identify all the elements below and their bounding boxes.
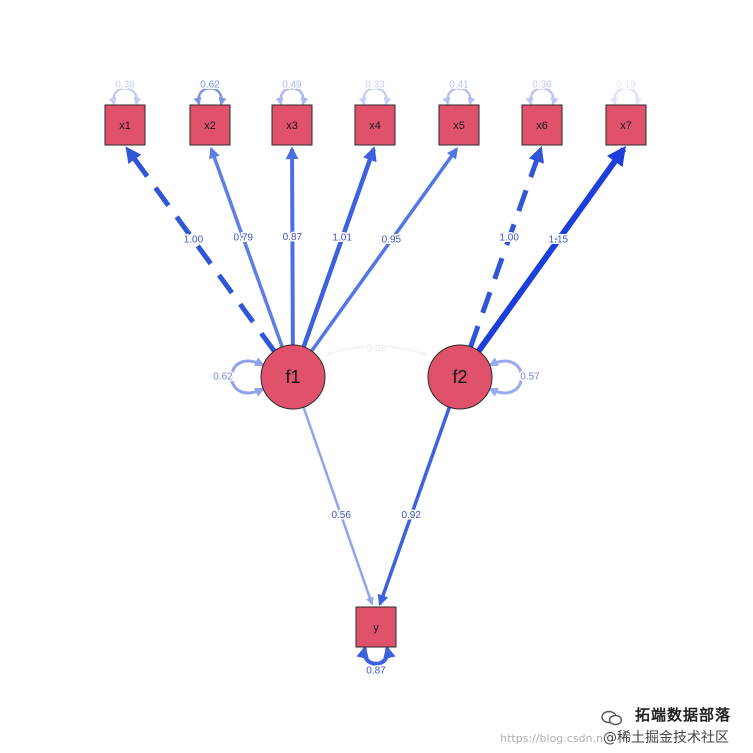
outcome-label: y bbox=[373, 622, 379, 634]
residual-loop-x5 bbox=[442, 87, 476, 106]
residual-loop-x3 bbox=[275, 87, 309, 106]
indicator-node-x3: x3 bbox=[271, 104, 313, 146]
residual-loop-x6 bbox=[525, 87, 559, 106]
watermark-brand: 拓端数据部落 bbox=[634, 706, 731, 724]
indicator-label: x7 bbox=[620, 120, 632, 132]
indicator-node-x7: x7 bbox=[605, 104, 647, 146]
latent-label: f2 bbox=[452, 367, 467, 387]
regression-label-f2: 0.92 bbox=[401, 510, 421, 521]
residual-label-y: 0.87 bbox=[366, 666, 386, 677]
indicator-label: x2 bbox=[204, 120, 216, 132]
indicator-label: x1 bbox=[119, 120, 131, 132]
residual-loop-x2 bbox=[193, 87, 227, 106]
outcome-node-y: y bbox=[355, 606, 397, 648]
loading-edge-x5 bbox=[310, 147, 459, 352]
residual-label-x2: 0.62 bbox=[200, 80, 220, 91]
loading-label-x6: 1.00 bbox=[499, 233, 519, 244]
residual-label-x1: 0.38 bbox=[115, 80, 135, 91]
residual-loop-x1 bbox=[108, 87, 142, 106]
regression-edge-f2 bbox=[377, 406, 452, 607]
indicator-label: x5 bbox=[453, 120, 465, 132]
latent-label: f1 bbox=[285, 367, 300, 387]
variance-loop-f1 bbox=[230, 357, 265, 397]
residual-label-x7: 0.19 bbox=[616, 80, 636, 91]
wechat-icon bbox=[601, 710, 623, 726]
indicator-label: x6 bbox=[536, 120, 548, 132]
loading-edge-x1 bbox=[125, 146, 277, 353]
indicator-node-x6: x6 bbox=[521, 104, 563, 146]
loading-label-x5: 0.95 bbox=[382, 235, 402, 246]
latent-node-f1: f1 bbox=[260, 344, 326, 410]
residual-loop-x4 bbox=[358, 87, 392, 106]
loading-edge-x2 bbox=[209, 146, 284, 348]
residual-label-x3: 0.49 bbox=[282, 80, 302, 91]
loading-edge-x3 bbox=[285, 146, 299, 346]
indicator-node-x1: x1 bbox=[104, 104, 146, 146]
loading-label-x1: 1.00 bbox=[184, 235, 204, 246]
indicator-label: x3 bbox=[286, 120, 298, 132]
residual-label-x4: 0.33 bbox=[365, 80, 385, 91]
variance-label-f1: 0.62 bbox=[213, 372, 233, 383]
residual-label-x5: 0.41 bbox=[449, 80, 469, 91]
watermark-community: @稀土掘金技术社区 bbox=[603, 730, 729, 746]
regression-edge-f1 bbox=[302, 406, 374, 606]
indicator-node-x5: x5 bbox=[438, 104, 480, 146]
covariance-edge bbox=[325, 345, 428, 356]
residual-loop-x7 bbox=[609, 87, 643, 106]
indicator-node-x2: x2 bbox=[189, 104, 231, 146]
watermark-url: https://blog.csdn.n bbox=[500, 732, 603, 745]
indicator-label: x4 bbox=[369, 120, 381, 132]
loading-edge-x7 bbox=[476, 145, 627, 353]
loading-label-x2: 0.79 bbox=[234, 233, 254, 244]
variance-label-f2: 0.57 bbox=[520, 372, 540, 383]
loading-label-x4: 1.01 bbox=[332, 233, 352, 244]
variance-loop-f2 bbox=[488, 357, 523, 397]
loading-edge-x4 bbox=[301, 146, 377, 348]
residual-label-x6: 0.36 bbox=[532, 80, 552, 91]
latent-node-f2: f2 bbox=[427, 344, 493, 410]
covariance-label: 0.09 bbox=[367, 344, 387, 355]
loading-label-x3: 0.87 bbox=[283, 232, 303, 243]
loading-label-x7: 1.15 bbox=[549, 235, 569, 246]
regression-label-f1: 0.56 bbox=[331, 510, 351, 521]
residual-loop-y bbox=[356, 645, 396, 666]
indicator-node-x4: x4 bbox=[354, 104, 396, 146]
